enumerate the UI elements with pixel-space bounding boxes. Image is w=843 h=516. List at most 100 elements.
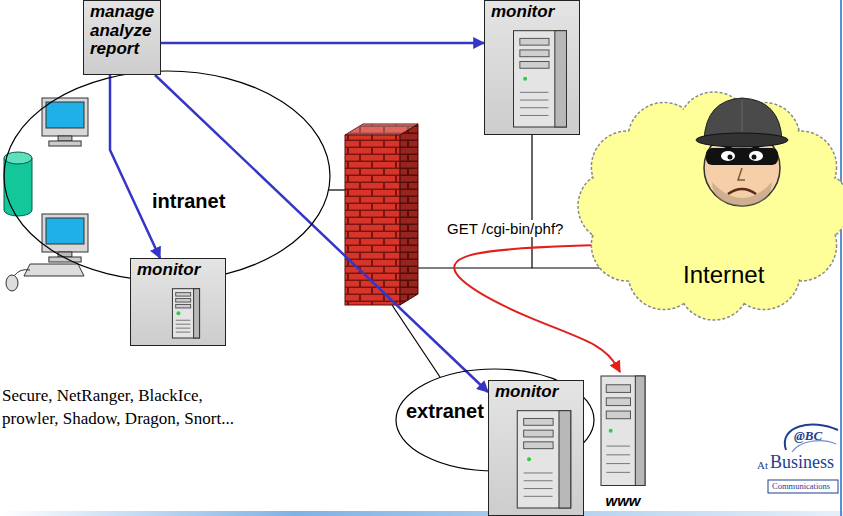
vent-line	[606, 472, 630, 473]
vent-line	[520, 92, 549, 93]
drive-bay	[524, 430, 553, 437]
drive-bay	[176, 293, 191, 296]
monitor-screen	[46, 218, 84, 244]
burglar-face	[704, 130, 780, 206]
monitor-screen	[46, 102, 84, 128]
drive-bay	[176, 304, 191, 307]
drive-bay	[520, 38, 549, 45]
burglar-brow	[719, 144, 765, 150]
vent-line	[176, 324, 191, 325]
server-tower	[514, 31, 567, 127]
server-side	[635, 376, 645, 486]
burglar-pupil	[752, 155, 757, 160]
mouse-cable	[14, 270, 30, 276]
zone-label: Internet	[683, 262, 843, 288]
vent-line	[524, 488, 553, 489]
zone-label: www	[598, 493, 648, 510]
control-arrow	[161, 42, 484, 45]
logo-text: Communications	[772, 481, 830, 491]
vent-line	[176, 320, 191, 321]
vent-line	[176, 328, 191, 329]
burglar-cap-brim	[696, 133, 788, 147]
vent-line	[520, 107, 549, 108]
status-led	[523, 77, 527, 81]
vent-line	[524, 496, 553, 497]
network-wire	[328, 189, 346, 190]
box-title: monitor	[485, 1, 579, 24]
process-box: monitor	[484, 0, 580, 135]
monitor-stand	[58, 252, 72, 257]
node-shape	[585, 92, 843, 324]
database-cylinder	[4, 158, 32, 216]
server-body	[514, 31, 567, 127]
logo-text: At	[757, 459, 768, 471]
drive-bay	[524, 442, 553, 449]
vent-line	[520, 100, 549, 101]
node-shape	[598, 372, 648, 510]
process-box: monitor	[130, 258, 226, 346]
server-body	[172, 289, 199, 338]
burglar-cap-seam	[742, 100, 743, 132]
keyboard	[24, 264, 84, 276]
vent-line	[524, 480, 553, 481]
workstation	[42, 98, 88, 146]
monitor-stand	[58, 136, 72, 141]
drive-bay	[176, 299, 191, 302]
vent-line	[606, 454, 630, 455]
drive-bay	[524, 418, 553, 425]
drive-bay	[520, 50, 549, 57]
zone-outline	[4, 71, 330, 281]
burglar-mask	[706, 148, 778, 165]
firewall-front	[345, 135, 400, 305]
attack-path	[454, 245, 620, 372]
drive-bay	[606, 398, 630, 406]
burglar-nose	[738, 168, 745, 180]
page-border	[840, 0, 842, 516]
node-shape	[3, 70, 331, 282]
monitor-base	[49, 141, 81, 146]
process-box: manage analyze report	[83, 0, 161, 75]
firewall-side	[400, 124, 418, 305]
product-list: Secure, NetRanger, BlackIce,	[2, 386, 203, 406]
logo-frame	[768, 480, 838, 493]
vent-line	[524, 472, 553, 473]
burglar-pupil	[728, 155, 733, 160]
cloud-fill	[614, 128, 814, 284]
server-tower	[601, 376, 645, 486]
product-list: prowler, Shadow, Dragon, Snort...	[2, 409, 234, 429]
burglar-cap	[704, 98, 782, 140]
mouse	[6, 275, 18, 291]
process-box: monitor	[488, 380, 584, 516]
logo-mark: @BC	[794, 428, 822, 444]
server-body	[517, 411, 571, 508]
vent-line	[520, 115, 549, 116]
logo-swoosh	[785, 424, 838, 450]
request-label: GET /cgi-bin/phf?	[445, 220, 565, 237]
server-tower	[517, 411, 571, 508]
status-led	[527, 457, 531, 461]
firewall-side-shade	[400, 124, 418, 305]
server-tower	[172, 289, 199, 338]
box-title: monitor	[131, 259, 225, 282]
drive-bay	[606, 385, 630, 393]
burglar-stubble	[712, 182, 772, 206]
firewall	[345, 124, 418, 305]
web-server: www	[598, 372, 648, 510]
burglar-mouth	[728, 189, 756, 194]
burglar-eye	[749, 151, 763, 161]
box-title: monitor	[489, 381, 583, 404]
control-arrow	[110, 75, 160, 258]
internet-cloud: Internet	[585, 92, 843, 324]
box-title: manage analyze report	[84, 1, 160, 61]
server-side	[194, 289, 200, 338]
server-side	[559, 411, 571, 508]
footer-strip	[0, 511, 843, 516]
status-led	[176, 311, 180, 315]
status-led	[609, 429, 613, 433]
burglar-eye	[721, 151, 735, 161]
server-body	[601, 376, 645, 486]
network-zone: intranet	[3, 70, 331, 282]
vent-line	[606, 446, 630, 447]
drive-bay	[520, 62, 549, 69]
